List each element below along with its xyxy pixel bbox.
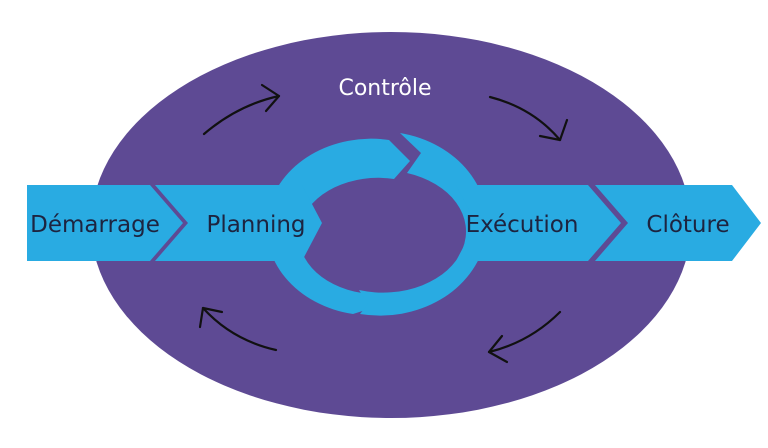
stage-label-planning: Planning [206,212,305,238]
ring-left-half [266,138,410,314]
chevron-planning [155,185,322,261]
chevron-demarrage [27,185,183,261]
cycle-arrow-bottom-left [198,306,278,352]
cycle-arrow-top-left [202,83,281,136]
ring-right-half [359,133,488,316]
stage-label-cloture: Clôture [646,212,729,238]
chevron-cloture [595,185,761,261]
cycle-arrow-bottom-right [487,310,562,364]
control-label: Contrôle [338,76,431,101]
chevron-execution [456,185,621,261]
stage-label-demarrage: Démarrage [30,212,160,238]
stage-label-execution: Exécution [466,212,579,238]
control-ellipse [91,32,691,418]
central-cycle-ring [266,133,488,316]
cycle-arrow-top-right [488,95,569,142]
